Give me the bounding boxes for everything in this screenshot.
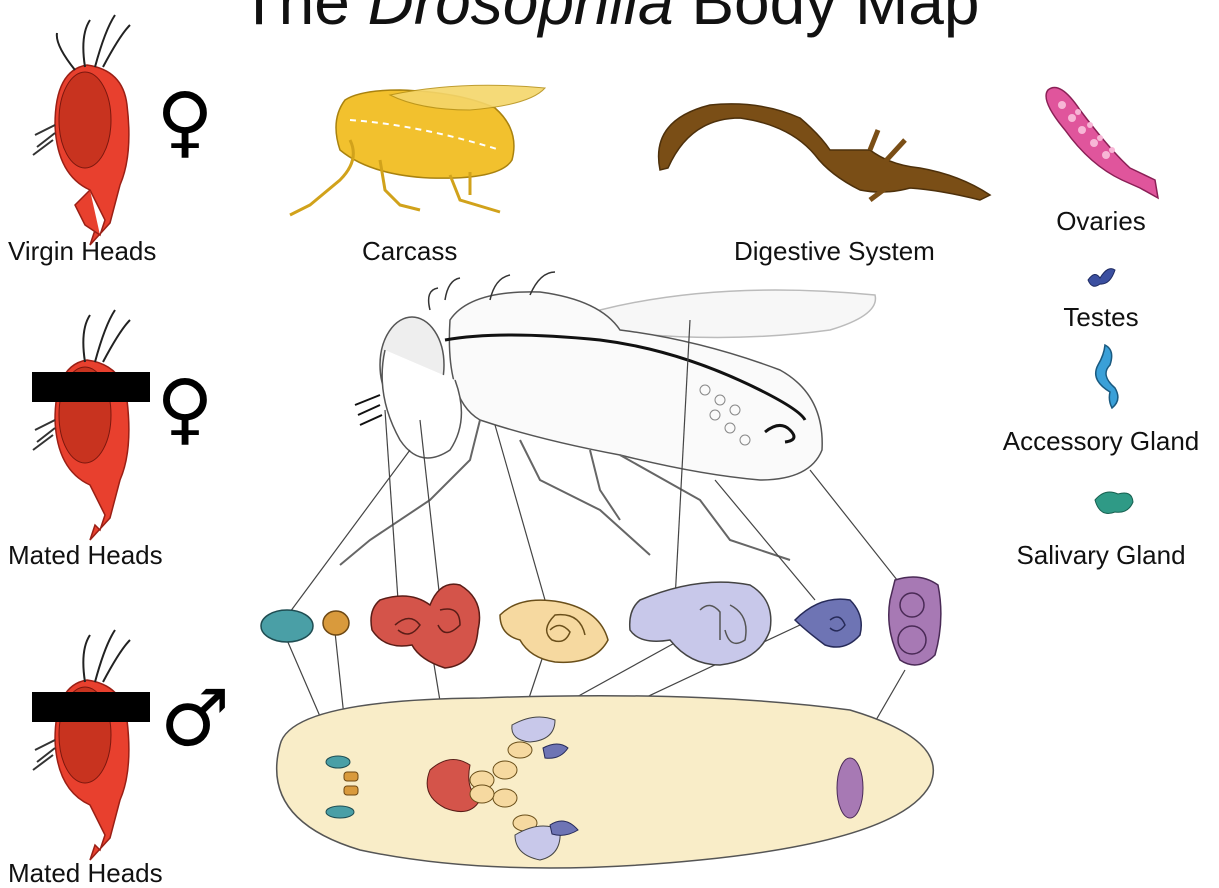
peach-organ [500,600,608,662]
lavender-organ [630,582,771,665]
red-organ [371,584,480,668]
ovaries-label: Ovaries [1040,206,1162,236]
salivary-gland-label: Salivary Gland [1000,540,1202,570]
accessory-gland-label: Accessory Gland [990,426,1212,456]
carcass-label: Carcass [362,236,457,266]
teal-organ [261,610,313,642]
testes-label: Testes [1040,302,1162,332]
purple-organ [889,577,941,665]
orange-organ [323,611,349,635]
slate-organ [795,599,861,647]
virgin-heads-label: Virgin Heads [8,236,156,266]
ovaries-drawing [1046,88,1158,199]
larva-map [277,696,934,868]
organ-row [261,577,941,668]
female-symbol-1: ♀ [156,77,213,167]
mated-heads-male-label: Mated Heads [8,858,163,888]
virgin-head-drawing [33,15,130,245]
female-symbol-2: ♀ [156,364,213,454]
adult-fly-diagram [340,272,875,565]
redaction-bar-2 [32,692,150,722]
mated-heads-female-label: Mated Heads [8,540,163,570]
mated-head-female-drawing [33,310,130,540]
digestive-system-drawing [659,104,990,200]
mated-head-male-drawing [33,630,130,860]
accessory-gland-drawing [1096,345,1118,408]
digestive-system-label: Digestive System [734,236,935,266]
testes-drawing [1088,269,1115,287]
redaction-bar-1 [32,372,150,402]
salivary-gland-drawing [1095,492,1133,514]
male-symbol: ♂ [160,674,230,764]
carcass-drawing [290,85,545,215]
